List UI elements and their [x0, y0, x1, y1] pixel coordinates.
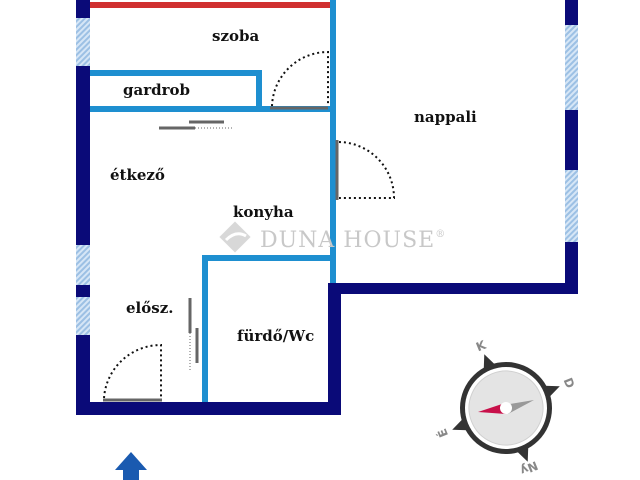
- window: [76, 297, 90, 335]
- door-swing: [271, 50, 329, 107]
- door-swing: [103, 343, 162, 399]
- room-label-nappali: nappali: [414, 108, 477, 126]
- compass-west: É: [434, 427, 451, 440]
- window: [565, 170, 578, 242]
- compass-icon: K D É Ny: [434, 338, 578, 478]
- inner-walls: [90, 0, 336, 402]
- entrance-arrow-icon: [115, 452, 147, 480]
- watermark-mark: ®: [435, 229, 446, 240]
- door-swing: [338, 141, 396, 199]
- room-label-eloszoba: elősz.: [126, 299, 173, 317]
- doors: [103, 50, 396, 402]
- compass-east: D: [561, 376, 578, 391]
- room-label-konyha: konyha: [233, 203, 294, 221]
- watermark-text: DUNA HOUSE: [260, 228, 435, 253]
- room-label-etkezo: étkező: [110, 166, 165, 184]
- window: [76, 245, 90, 285]
- room-label-gardrob: gardrob: [123, 81, 190, 99]
- windows: [76, 18, 578, 335]
- window: [565, 25, 578, 110]
- svg-text:DUNA HOUSE®: DUNA HOUSE®: [260, 228, 446, 253]
- room-label-furdo: fürdő/Wc: [237, 327, 314, 345]
- compass-north: K: [474, 338, 489, 355]
- room-label-szoba: szoba: [212, 27, 259, 45]
- compass-south: Ny: [518, 458, 540, 478]
- compass-needle: [478, 404, 506, 414]
- window: [76, 18, 90, 66]
- top-wall-accent: [90, 2, 333, 8]
- watermark-logo: DUNA HOUSE®: [219, 221, 446, 253]
